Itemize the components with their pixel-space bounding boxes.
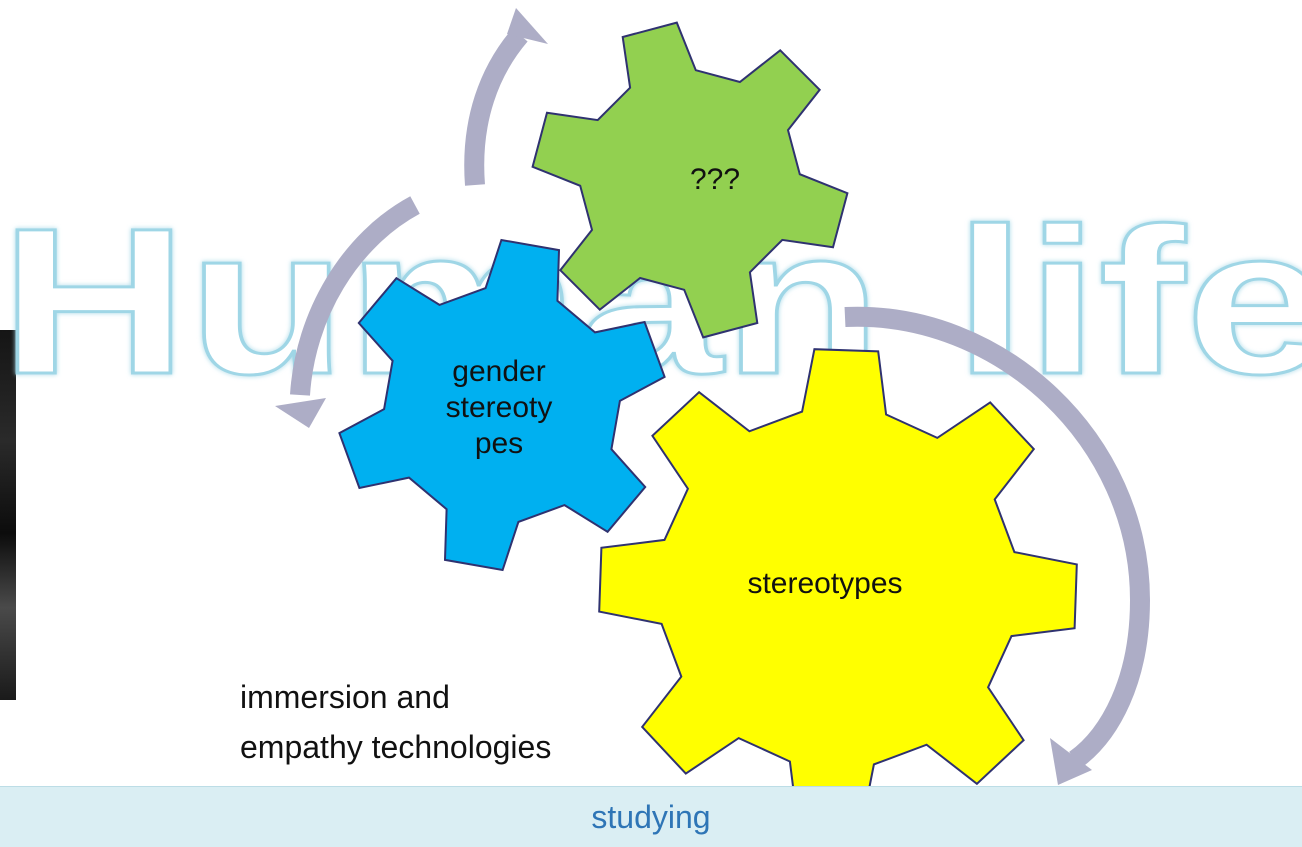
caption-text: immersion and empathy technologies [240,679,552,765]
gear-label-unknown: ??? [689,163,741,196]
gear-label-stereotypes: stereotypes [747,567,903,600]
gear-stereotypes [598,348,1078,828]
photo-fragment [0,330,16,700]
gear-gender-stereotypes [338,238,666,572]
cycle-arrow-right [844,306,1151,769]
cycle-arrow-right-head [1050,738,1092,785]
footer-band: studying [0,786,1302,847]
gear-label-gender-stereotypes: gender stereoty pes [445,355,553,460]
cycle-arrow-top [464,28,528,186]
gear-unknown [531,21,849,339]
cycle-arrow-left-head [275,398,326,428]
cycle-arrow-left [290,196,420,396]
cycle-arrow-top-head [507,8,548,44]
footer-label: studying [591,799,711,835]
